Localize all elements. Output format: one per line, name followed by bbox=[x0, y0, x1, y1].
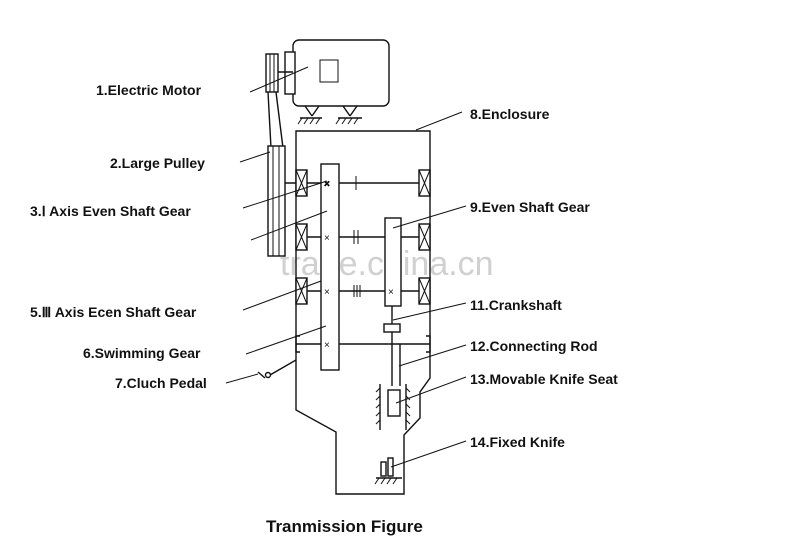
diagram-caption: Tranmission Figure bbox=[266, 517, 423, 536]
labels-right: 8.Enclosure 9.Even Shaft Gear 11.Cranksh… bbox=[470, 106, 618, 450]
label-clutch-pedal: 7.Cluch Pedal bbox=[115, 375, 207, 391]
leader-lines bbox=[225, 66, 467, 468]
label-swimming-gear: 6.Swimming Gear bbox=[83, 345, 201, 361]
label-electric-motor: 1.Electric Motor bbox=[96, 82, 202, 98]
label-axis-1-even-shaft-gear: 3.Ⅰ Axis Even Shaft Gear bbox=[30, 203, 191, 219]
label-connecting-rod: 12.Connecting Rod bbox=[470, 338, 598, 354]
labels-left: 1.Electric Motor 2.Large Pulley 3.Ⅰ Axis… bbox=[30, 82, 207, 391]
clutch-pedal bbox=[257, 359, 297, 379]
svg-text:×: × bbox=[324, 287, 330, 298]
movable-knife-seat bbox=[375, 384, 411, 430]
shaft-1 bbox=[285, 169, 431, 197]
shaft-2 bbox=[295, 223, 431, 251]
svg-text:×: × bbox=[388, 287, 394, 298]
electric-motor bbox=[276, 39, 390, 125]
shaft-3 bbox=[295, 277, 431, 305]
label-fixed-knife: 14.Fixed Knife bbox=[470, 434, 565, 450]
label-large-pulley: 2.Large Pulley bbox=[110, 155, 205, 171]
connecting-rod bbox=[391, 344, 401, 386]
label-movable-knife-seat: 13.Movable Knife Seat bbox=[470, 371, 618, 387]
label-axis-3-ecen-shaft-gear: 5.Ⅲ Axis Ecen Shaft Gear bbox=[30, 304, 197, 320]
motor-pulley bbox=[265, 53, 279, 93]
belt bbox=[267, 91, 284, 149]
svg-text:×: × bbox=[324, 233, 330, 244]
label-enclosure: 8.Enclosure bbox=[470, 106, 550, 122]
svg-text:×: × bbox=[324, 340, 330, 351]
enclosure bbox=[295, 130, 431, 495]
even-shaft-gear-right: × bbox=[384, 217, 402, 307]
label-crankshaft: 11.Crankshaft bbox=[470, 297, 562, 313]
large-pulley bbox=[267, 145, 286, 257]
gear-stack-left: × × × × bbox=[320, 163, 340, 371]
svg-text:×: × bbox=[324, 179, 330, 190]
fixed-knife bbox=[374, 457, 402, 485]
label-even-shaft-gear: 9.Even Shaft Gear bbox=[470, 199, 590, 215]
